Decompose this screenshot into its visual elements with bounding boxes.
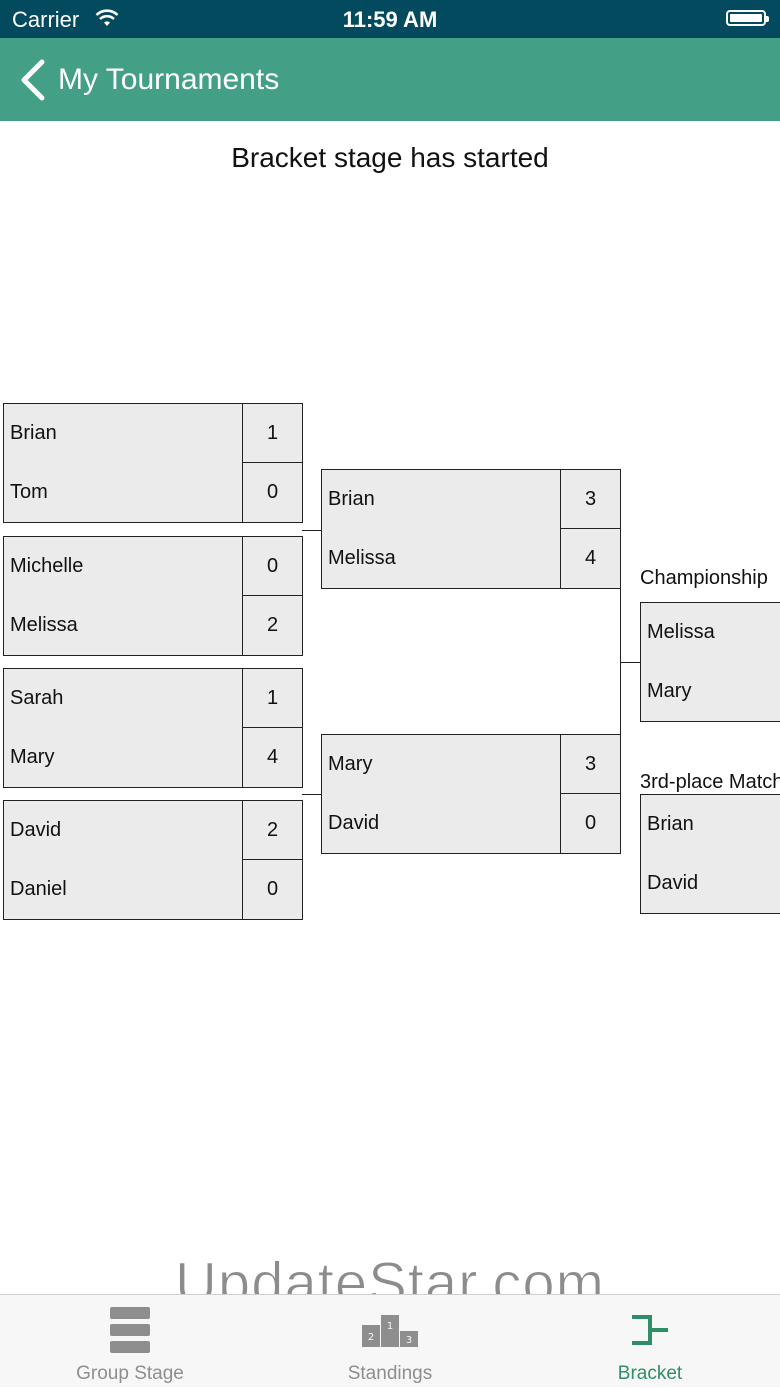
battery-icon xyxy=(726,10,769,26)
championship-label: Championship xyxy=(640,567,768,589)
carrier-label: Carrier xyxy=(12,7,80,32)
svg-text:3: 3 xyxy=(406,1335,412,1346)
player-score: 4 xyxy=(242,728,302,787)
player-name: Melissa xyxy=(647,621,715,643)
bracket-connector xyxy=(302,530,322,531)
player-score: 1 xyxy=(242,404,302,463)
match-championship[interactable]: Melissa Mary xyxy=(640,602,780,722)
player-name: Brian xyxy=(328,488,375,510)
player-score: 2 xyxy=(242,801,302,860)
player-name: Mary xyxy=(328,753,373,775)
clock: 11:59 AM xyxy=(342,7,438,32)
status-bar: Carrier 11:59 AM xyxy=(0,0,780,38)
player-score: 1 xyxy=(242,669,302,728)
tab-label: Standings xyxy=(347,1363,433,1384)
player-name: David xyxy=(328,812,380,834)
match-round2-2[interactable]: Mary 3 David 0 xyxy=(321,734,621,854)
player-name: David xyxy=(647,872,699,894)
player-score: 0 xyxy=(242,537,302,596)
navigation-bar: My Tournaments xyxy=(0,38,780,121)
player-name: Sarah xyxy=(10,687,64,709)
player-score: 3 xyxy=(560,735,620,794)
player-score: 2 xyxy=(242,596,302,655)
player-name: Michelle xyxy=(10,555,84,577)
tab-group-stage[interactable]: Group Stage xyxy=(0,1295,260,1388)
list-icon xyxy=(110,1307,150,1353)
player-score: 0 xyxy=(560,794,620,853)
tab-label: Group Stage xyxy=(76,1363,184,1384)
player-score: 0 xyxy=(242,860,302,919)
page-title: Bracket stage has started xyxy=(231,142,549,173)
player-score: 0 xyxy=(242,463,302,522)
match-round1-3[interactable]: Sarah 1 Mary 4 xyxy=(3,668,303,788)
player-name: Melissa xyxy=(10,614,78,636)
player-score: 4 xyxy=(560,529,620,588)
tab-bar: Group Stage 2 1 3 Standings Bracket xyxy=(0,1294,780,1387)
player-name: Tom xyxy=(10,481,48,503)
match-third-place[interactable]: Brian David xyxy=(640,794,780,914)
podium-icon: 2 1 3 xyxy=(362,1315,418,1347)
match-round2-1[interactable]: Brian 3 Melissa 4 xyxy=(321,469,621,589)
wifi-icon xyxy=(95,9,119,26)
player-score: 3 xyxy=(560,470,620,529)
svg-text:1: 1 xyxy=(387,1321,393,1332)
tab-standings[interactable]: 2 1 3 Standings xyxy=(260,1295,520,1388)
svg-text:2: 2 xyxy=(368,1332,374,1343)
tab-label: Bracket xyxy=(617,1363,683,1384)
tab-bracket[interactable]: Bracket xyxy=(520,1295,780,1388)
player-name: David xyxy=(10,819,62,841)
player-name: Mary xyxy=(647,680,692,702)
match-round1-1[interactable]: Brian 1 Tom 0 xyxy=(3,403,303,523)
player-name: Brian xyxy=(10,422,57,444)
back-button[interactable]: My Tournaments xyxy=(18,56,279,104)
back-button-label: My Tournaments xyxy=(58,63,280,96)
match-round1-2[interactable]: Michelle 0 Melissa 2 xyxy=(3,536,303,656)
player-name: Daniel xyxy=(10,878,67,900)
player-name: Melissa xyxy=(328,547,396,569)
match-round1-4[interactable]: David 2 Daniel 0 xyxy=(3,800,303,920)
player-name: Brian xyxy=(647,813,694,835)
third-place-label: 3rd-place Match xyxy=(640,771,780,793)
bracket-connector xyxy=(302,794,322,795)
player-name: Mary xyxy=(10,746,55,768)
chevron-left-icon xyxy=(21,59,45,101)
bracket-connector xyxy=(620,662,640,663)
bracket-icon xyxy=(632,1315,668,1345)
